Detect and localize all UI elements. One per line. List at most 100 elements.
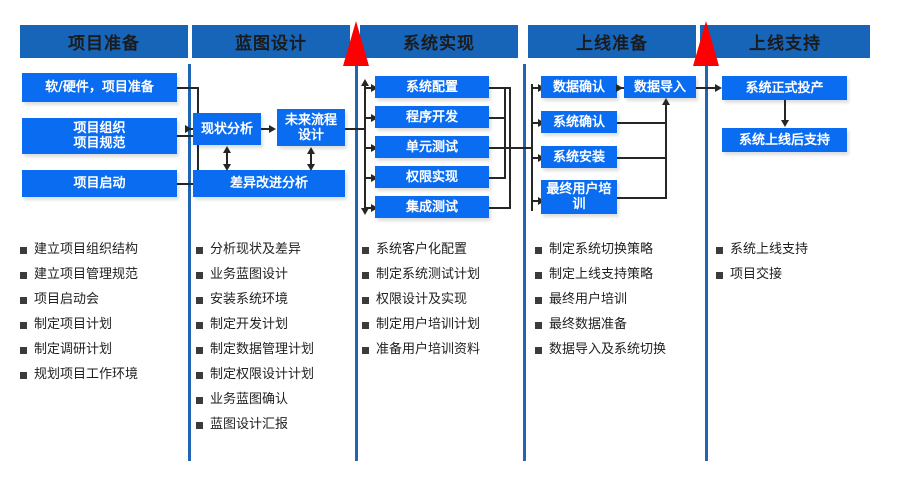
process-box-label: 现状分析 <box>200 121 253 137</box>
bullet-list-phase-1: 建立项目组织结构 建立项目管理规范 项目启动会 制定项目计划 制定调研计划 规划… <box>20 243 138 393</box>
arrow-icon <box>269 125 276 133</box>
phase-header-label: 蓝图设计 <box>235 34 307 54</box>
process-box-project-kickoff[interactable]: 项目启动 <box>22 170 177 197</box>
bullet-square-icon <box>362 272 369 279</box>
arrow-icon <box>781 120 789 127</box>
connector-line <box>617 157 667 159</box>
connector-line <box>531 122 541 124</box>
connector-bus <box>504 87 506 179</box>
bullet-square-icon <box>196 322 203 329</box>
list-item: 制定系统切换策略 <box>535 243 666 257</box>
process-box-data-confirm[interactable]: 数据确认 <box>541 76 617 98</box>
arrow-icon <box>371 144 378 152</box>
bullet-square-icon <box>535 322 542 329</box>
list-item: 业务蓝图确认 <box>196 393 314 407</box>
process-box-golive[interactable]: 系统正式投产 <box>722 76 847 100</box>
bullet-square-icon <box>535 272 542 279</box>
process-box-project-org[interactable]: 项目组织 项目规范 <box>22 118 177 154</box>
process-box-program-dev[interactable]: 程序开发 <box>375 106 489 128</box>
bullet-square-icon <box>362 322 369 329</box>
arrow-icon <box>715 84 722 92</box>
bullet-square-icon <box>196 247 203 254</box>
phase-header-label: 上线支持 <box>749 34 821 54</box>
connector-line <box>345 128 365 130</box>
process-box-label: 系统确认 <box>552 114 605 130</box>
connector-line <box>186 128 198 130</box>
process-box-label: 数据确认 <box>552 79 605 95</box>
process-box-end-user-training[interactable]: 最终用户培训 <box>541 180 617 214</box>
process-box-data-import[interactable]: 数据导入 <box>624 76 696 98</box>
connector-line <box>489 177 505 179</box>
process-box-label: 单元测试 <box>405 139 458 155</box>
connector-line <box>177 183 199 185</box>
list-item: 权限设计及实现 <box>362 293 480 307</box>
connector-line <box>310 152 312 165</box>
milestone-marker-1 <box>343 21 369 66</box>
phase-header-1[interactable]: 项目准备 <box>20 25 188 58</box>
bullet-list-phase-3: 系统客户化配置 制定系统测试计划 权限设计及实现 制定用户培训计划 准备用户培训… <box>362 243 480 368</box>
bullet-list-phase-5: 系统上线支持 项目交接 <box>716 243 808 293</box>
bullet-square-icon <box>20 247 27 254</box>
arrow-icon <box>662 98 670 105</box>
arrow-icon <box>371 174 378 182</box>
process-box-system-confirm[interactable]: 系统确认 <box>541 111 617 133</box>
arrow-icon <box>307 164 315 171</box>
arrow-icon <box>307 147 315 154</box>
connector-line <box>261 128 271 130</box>
phase-divider-2 <box>355 64 358 461</box>
list-item: 制定系统测试计划 <box>362 268 480 282</box>
arrow-icon <box>223 164 231 171</box>
phase-header-2[interactable]: 蓝图设计 <box>192 25 350 58</box>
connector-line <box>531 157 541 159</box>
bullet-square-icon <box>20 322 27 329</box>
process-box-hardware-prep[interactable]: 软/硬件，项目准备 <box>22 73 177 102</box>
bullet-square-icon <box>362 247 369 254</box>
connector-bus <box>665 104 667 198</box>
arrow-icon <box>185 125 192 133</box>
bullet-square-icon <box>196 372 203 379</box>
process-box-label: 程序开发 <box>405 109 458 125</box>
connector-line <box>364 87 374 89</box>
connector-bus <box>531 84 533 211</box>
arrow-icon <box>223 146 231 153</box>
bullet-square-icon <box>196 397 203 404</box>
process-box-label: 项目组织 项目规范 <box>73 121 126 151</box>
process-box-label: 集成测试 <box>405 199 458 215</box>
list-item: 制定上线支持策略 <box>535 268 666 282</box>
process-box-label: 系统上线后支持 <box>738 132 830 148</box>
phase-header-label: 系统实现 <box>403 34 475 54</box>
connector-line <box>364 207 374 209</box>
process-box-integration-test[interactable]: 集成测试 <box>375 196 489 218</box>
process-box-label: 系统安装 <box>552 149 605 165</box>
process-box-unit-test[interactable]: 单元测试 <box>375 136 489 158</box>
process-box-current-analysis[interactable]: 现状分析 <box>193 113 261 145</box>
process-box-system-install[interactable]: 系统安装 <box>541 146 617 168</box>
connector-line <box>696 87 718 89</box>
process-box-system-config[interactable]: 系统配置 <box>375 76 489 98</box>
bullet-square-icon <box>196 422 203 429</box>
process-box-gap-improvement[interactable]: 差异改进分析 <box>193 170 345 197</box>
connector-line <box>617 122 667 124</box>
arrow-icon <box>371 84 378 92</box>
process-box-label: 软/硬件，项目准备 <box>45 80 154 95</box>
process-box-label: 权限实现 <box>405 169 458 185</box>
process-box-future-process-design[interactable]: 未来流程设计 <box>277 109 345 146</box>
phase-header-4[interactable]: 上线准备 <box>528 25 696 58</box>
connector-line <box>531 200 541 202</box>
bullet-square-icon <box>20 297 27 304</box>
arrow-icon <box>616 84 623 92</box>
process-box-authorization[interactable]: 权限实现 <box>375 166 489 188</box>
connector-line <box>489 117 505 119</box>
process-box-label: 差异改进分析 <box>229 176 308 191</box>
phase-header-3[interactable]: 系统实现 <box>360 25 518 58</box>
list-item: 最终用户培训 <box>535 293 666 307</box>
connector-line <box>489 207 511 209</box>
process-box-post-golive-support[interactable]: 系统上线后支持 <box>722 128 847 152</box>
bullet-square-icon <box>362 347 369 354</box>
process-box-label: 项目启动 <box>73 176 126 191</box>
bullet-square-icon <box>20 372 27 379</box>
phase-header-5[interactable]: 上线支持 <box>700 25 870 58</box>
list-item: 制定项目计划 <box>20 318 138 332</box>
list-item: 项目交接 <box>716 268 808 282</box>
